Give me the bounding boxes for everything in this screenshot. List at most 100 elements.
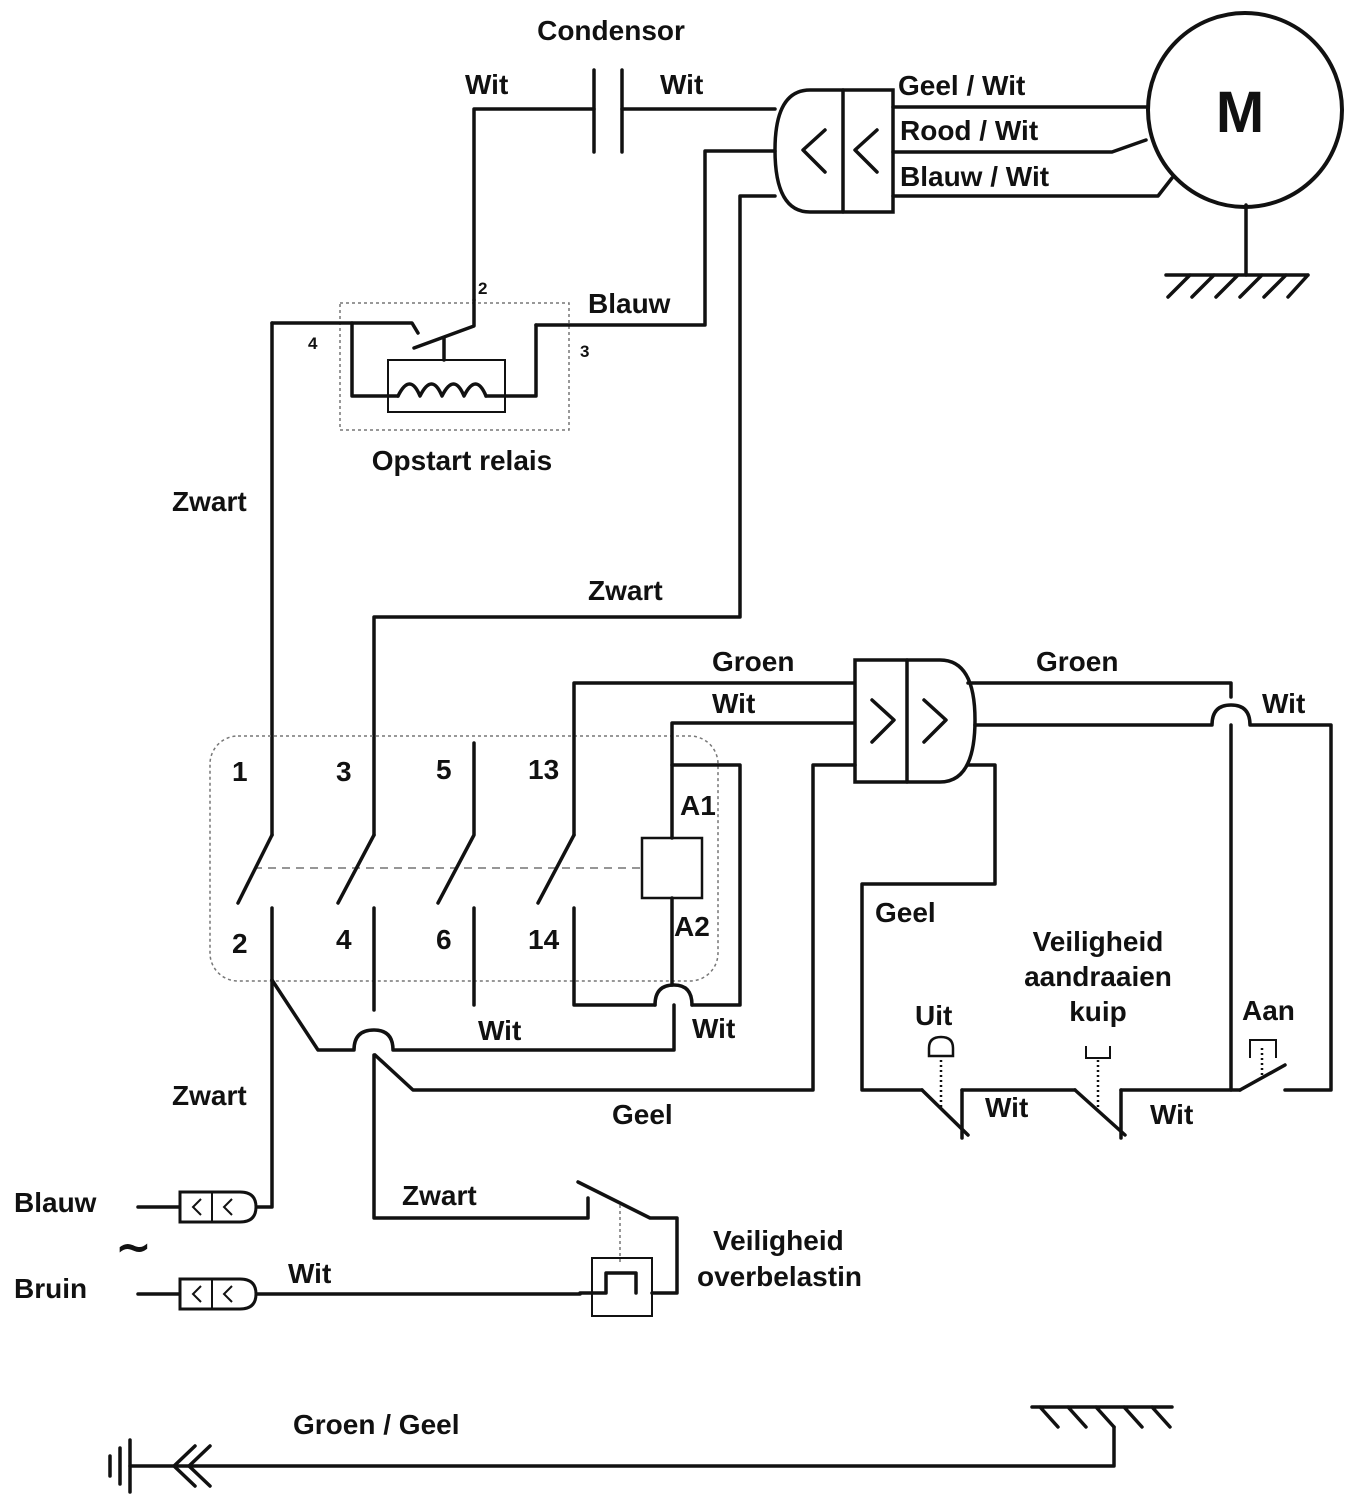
wire-zwart-contact-3-to-motor [372,194,777,837]
relay-coil-box [387,359,506,413]
overload-element [578,1271,638,1295]
label-zwart-ovl: Zwart [402,1180,477,1211]
coil-a1-wire [670,721,857,840]
label-wit-ovl: Wit [288,1258,331,1289]
wire-condensor-left [472,107,596,302]
earth-terminal-icon [108,1438,132,1494]
control-connector [853,658,977,784]
motor-label: M [1216,80,1264,145]
contactor-label-2: 2 [232,928,248,959]
relay-coil-wire-right [484,323,538,398]
wire-groen-right [966,681,1233,699]
label-wit-cond-left: Wit [465,69,508,100]
contactor-pole-14-terminal [572,906,657,1007]
label-opstart-relais: Opstart relais [372,445,553,476]
wire-groen-geel [176,1425,1116,1468]
uit-button-icon [927,1035,955,1058]
label-veiligheid-kuip-3: kuip [1069,996,1127,1027]
control-connector-chevron-2 [922,698,948,744]
wire-zwart-to-blauw [253,978,274,1209]
relay-pin-4: 4 [308,334,318,353]
contactor-coil [640,836,704,900]
relay-coil-winding [396,382,488,398]
label-zwart-mid: Zwart [588,575,663,606]
earth-ground-symbol [1030,1405,1174,1429]
contactor-label-14: 14 [528,924,560,955]
label-veiligheid-kuip-1: Veiligheid [1033,926,1164,957]
label-wit-cond-right: Wit [660,69,703,100]
label-tilde: ~ [115,1222,152,1273]
label-condensor: Condensor [537,15,685,46]
label-blauw-relay: Blauw [588,288,671,319]
plug-bruin-chevron-1 [191,1285,202,1303]
motor-ground-symbol [1164,273,1310,299]
label-veiligheid-ovl-1: Veiligheid [713,1225,844,1256]
plug-blauw [178,1190,258,1224]
wire-groen-13 [572,681,857,837]
label-wit-between-2: Wit [1150,1099,1193,1130]
label-groen-left: Groen [712,646,794,677]
wire-blauw-wit [891,176,1174,198]
start-relay-boundary [339,302,570,431]
label-bruin-plug: Bruin [14,1273,87,1304]
wire-blauw-relay [534,149,777,327]
wire-hop-a2 [653,983,694,1007]
label-groen-geel: Groen / Geel [293,1409,460,1440]
motor-connector-chevron-2 [853,128,879,174]
label-veiligheid-kuip-2: aandraaien [1024,961,1172,992]
contactor-pole-13 [536,833,576,905]
wire-wit-2-to-a2 [270,978,676,1052]
contactor-boundary [209,735,719,982]
relay-contact-stop [270,321,420,335]
kuip-switch-blade [1073,1088,1127,1137]
label-blauw-wit: Blauw / Wit [900,161,1049,192]
label-wit-bottom-mid: Wit [478,1015,521,1046]
control-connector-chevron-1 [870,698,896,744]
overload-box [591,1257,653,1317]
contactor-label-4: 4 [336,924,352,955]
wire-wit-right [973,703,1333,1092]
plug-bruin [178,1277,258,1311]
label-wit-conn-left: Wit [712,688,755,719]
label-aan: Aan [1242,995,1295,1026]
motor-connector [773,88,895,214]
relay-coil-wire-left [350,321,400,398]
wire-rood-wit [891,138,1148,154]
wire-geel-upper [373,763,857,1092]
plug-blauw-chevron-1 [191,1198,202,1216]
label-geel-bottom: Geel [612,1099,673,1130]
contactor-label-5: 5 [436,754,452,785]
overload-switch-blade [576,1180,679,1295]
kuip-sensor-icon [1085,1046,1111,1059]
label-zwart-upper: Zwart [172,486,247,517]
label-zwart-lower: Zwart [172,1080,247,1111]
contactor-pole-1 [236,833,274,905]
relay-pin-3: 3 [580,342,589,361]
label-wit-bottom-a2: Wit [692,1013,735,1044]
wire-groen-down-to-aan [1229,723,1242,1092]
wire-geel-vert [860,763,997,1092]
label-blauw-plug: Blauw [14,1187,97,1218]
label-geel-wit: Geel / Wit [898,70,1025,101]
label-wit-between-1: Wit [985,1092,1028,1123]
label-wit-far-right: Wit [1262,688,1305,719]
aan-button-icon [1249,1039,1277,1058]
wire-zwart-4-to-ovl [372,1053,590,1220]
aan-switch-blade [1238,1063,1287,1092]
coil-label-a2: A2 [674,911,710,942]
contactor-label-6: 6 [436,924,452,955]
relay-contact-blade [412,298,476,350]
contactor-label-3: 3 [336,756,352,787]
label-veiligheid-ovl-2: overbelastin [697,1261,862,1292]
label-geel-vert: Geel [875,897,936,928]
coil-a1-bridge [670,763,742,1007]
label-groen-right: Groen [1036,646,1118,677]
contactor-label-1: 1 [232,756,248,787]
contactor-pole-5 [436,741,476,905]
relay-pin-2: 2 [478,279,487,298]
label-uit: Uit [915,1000,952,1031]
motor-connector-chevron-1 [801,128,827,174]
label-rood-wit: Rood / Wit [900,115,1038,146]
plug-bruin-chevron-2 [222,1285,233,1303]
